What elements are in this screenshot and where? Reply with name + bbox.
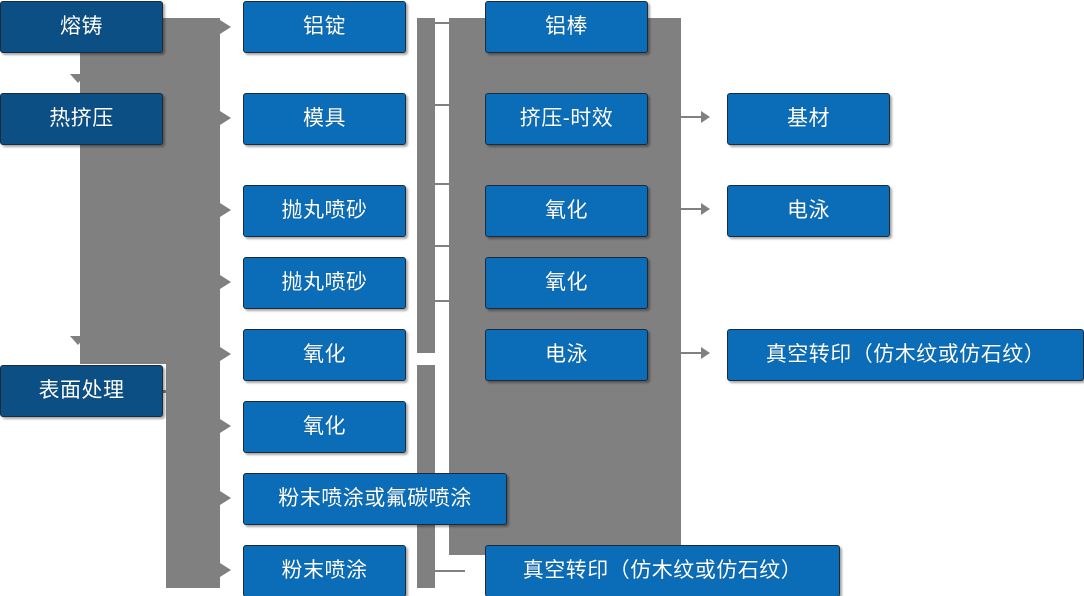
stage-label-hot-extrusion: 热挤压 bbox=[49, 107, 114, 131]
arrow-down-extrusion-to-surface bbox=[70, 336, 86, 345]
product-label-vacuum-transfer: 真空转印（仿木纹或仿石纹） bbox=[765, 343, 1046, 367]
process-box-powder-or-fluorocarbon-coating[interactable]: 粉末喷涂或氟碳喷涂 bbox=[243, 473, 507, 525]
arrow-line-to-c4-1 bbox=[681, 116, 703, 118]
product-box-electrophoresis[interactable]: 电泳 bbox=[727, 185, 890, 237]
process-box-powder-coating[interactable]: 粉末喷涂 bbox=[243, 545, 406, 596]
arrow-to-c2-1 bbox=[220, 20, 231, 34]
process-label-oxidation-c3-1: 氧化 bbox=[545, 199, 588, 223]
connector-tick-4 bbox=[435, 245, 465, 247]
arrow-down-melt-to-extrusion bbox=[70, 74, 86, 83]
connector-tick-3 bbox=[435, 183, 465, 185]
connector-tick-2 bbox=[435, 104, 465, 106]
process-box-oxidation-c3-1[interactable]: 氧化 bbox=[485, 185, 648, 237]
arrow-to-c2-3 bbox=[220, 203, 231, 217]
process-box-shot-blast-1[interactable]: 抛丸喷砂 bbox=[243, 185, 406, 237]
process-label-mould: 模具 bbox=[303, 107, 346, 131]
process-label-shot-blast-1: 抛丸喷砂 bbox=[281, 199, 368, 223]
process-label-extrusion-aging: 挤压-时效 bbox=[519, 107, 614, 131]
process-box-oxidation-c3-2[interactable]: 氧化 bbox=[485, 257, 648, 309]
process-label-powder-coating: 粉末喷涂 bbox=[281, 559, 368, 583]
process-label-shot-blast-2: 抛丸喷砂 bbox=[281, 271, 368, 295]
product-box-substrate[interactable]: 基材 bbox=[727, 93, 890, 145]
process-label-vacuum-transfer-c3: 真空转印（仿木纹或仿石纹） bbox=[522, 559, 803, 583]
process-label-electrophoresis-c3: 电泳 bbox=[545, 343, 588, 367]
process-label-oxidation-c2-2: 氧化 bbox=[303, 415, 346, 439]
arrow-to-c4-1 bbox=[701, 111, 710, 123]
process-box-aluminium-bar[interactable]: 铝棒 bbox=[485, 1, 648, 53]
arrow-to-c4-3 bbox=[701, 347, 710, 359]
process-label-aluminium-ingot: 铝锭 bbox=[303, 15, 346, 39]
stage-box-melt-cast[interactable]: 熔铸 bbox=[0, 1, 163, 53]
process-box-oxidation-c2-2[interactable]: 氧化 bbox=[243, 401, 406, 453]
arrow-line-to-c4-3 bbox=[681, 352, 703, 354]
process-box-extrusion-aging[interactable]: 挤压-时效 bbox=[485, 93, 648, 145]
product-box-vacuum-transfer[interactable]: 真空转印（仿木纹或仿石纹） bbox=[727, 329, 1084, 381]
arrow-to-c2-5 bbox=[220, 347, 231, 361]
product-label-electrophoresis: 电泳 bbox=[787, 199, 830, 223]
process-label-aluminium-bar: 铝棒 bbox=[545, 15, 588, 39]
process-box-shot-blast-2[interactable]: 抛丸喷砂 bbox=[243, 257, 406, 309]
arrow-to-c2-7 bbox=[220, 491, 231, 505]
arrow-to-c2-8 bbox=[220, 563, 231, 577]
process-label-powder-or-fluorocarbon-coating: 粉末喷涂或氟碳喷涂 bbox=[278, 487, 472, 511]
arrow-line-to-c4-2 bbox=[681, 208, 703, 210]
connector-tick-1 bbox=[435, 22, 465, 24]
arrow-to-c2-4 bbox=[220, 275, 231, 289]
arrow-to-c4-2 bbox=[701, 203, 710, 215]
product-label-substrate: 基材 bbox=[787, 107, 830, 131]
stage-label-surface-treatment: 表面处理 bbox=[38, 379, 125, 403]
connector-tick-6 bbox=[435, 570, 465, 572]
process-box-mould[interactable]: 模具 bbox=[243, 93, 406, 145]
process-box-aluminium-ingot[interactable]: 铝锭 bbox=[243, 1, 406, 53]
stage-box-surface-treatment[interactable]: 表面处理 bbox=[0, 365, 163, 417]
process-box-electrophoresis-c3[interactable]: 电泳 bbox=[485, 329, 648, 381]
process-box-oxidation-c2-1[interactable]: 氧化 bbox=[243, 329, 406, 381]
arrow-to-c2-2 bbox=[220, 111, 231, 125]
process-box-vacuum-transfer-c3[interactable]: 真空转印（仿木纹或仿石纹） bbox=[485, 545, 840, 596]
connector-tick-5 bbox=[435, 300, 465, 302]
arrow-to-c2-6 bbox=[220, 419, 231, 433]
connector-notch-left-upper bbox=[0, 44, 80, 364]
stage-label-melt-cast: 熔铸 bbox=[60, 15, 103, 39]
stage-box-hot-extrusion[interactable]: 热挤压 bbox=[0, 93, 163, 145]
connector-spine-upper bbox=[417, 18, 435, 353]
process-label-oxidation-c2-1: 氧化 bbox=[303, 343, 346, 367]
process-label-oxidation-c3-2: 氧化 bbox=[545, 271, 588, 295]
connector-stub-surface bbox=[163, 390, 185, 393]
